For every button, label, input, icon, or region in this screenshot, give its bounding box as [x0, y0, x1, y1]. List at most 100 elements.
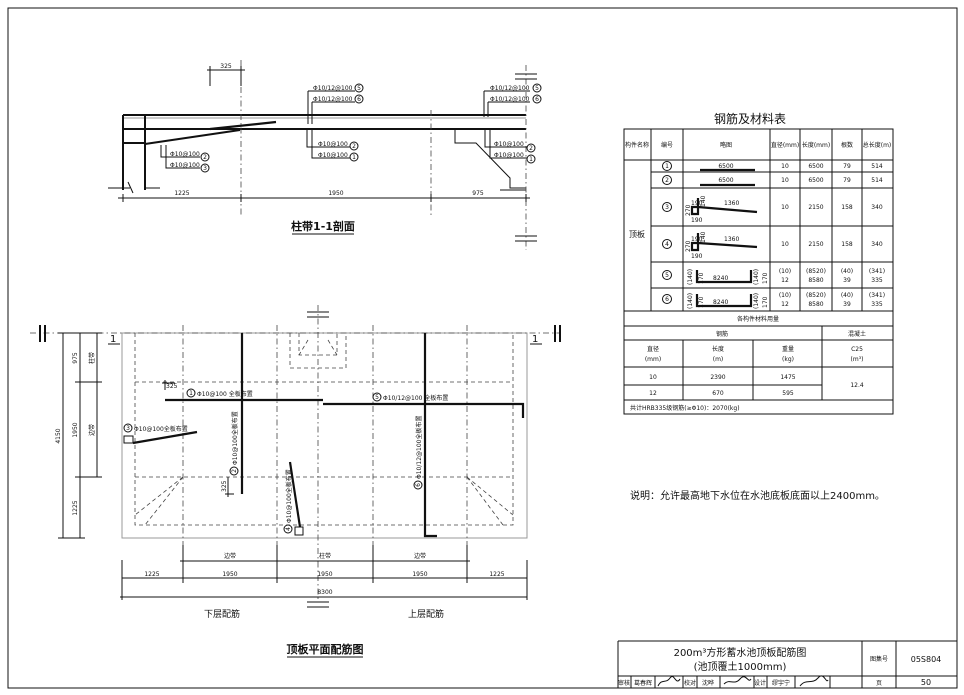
callout-right-2: Φ10@100 — [494, 141, 524, 148]
total-note: 共计HRB335级钢筋(≥Φ10)：2070(kg) — [630, 404, 740, 412]
callout-6: Φ10/12@100 — [313, 96, 353, 103]
reviewer: 葛春辉 — [634, 679, 652, 687]
rebar-3 — [132, 430, 198, 445]
cell: 514 — [871, 177, 883, 184]
cell: 670 — [712, 390, 724, 397]
sketch-dim: 170 — [698, 296, 705, 308]
concrete-label: 混凝土 — [848, 330, 866, 338]
sketch-dim: 6500 — [718, 163, 733, 170]
dim-975: 975 — [472, 190, 484, 197]
cell: 2150 — [808, 241, 823, 248]
th-no: 编号 — [661, 141, 673, 149]
cell: 514 — [871, 163, 883, 170]
designer: 缪宇宁 — [772, 679, 790, 687]
dim-1225: 1225 — [72, 500, 79, 515]
cell: 158 — [841, 204, 853, 211]
sketch-dim: 270 — [685, 204, 692, 216]
sketch-dim: 190 — [691, 200, 703, 207]
cell: (341) — [869, 268, 885, 275]
cell: 340 — [871, 241, 883, 248]
cell: 10 — [649, 374, 657, 381]
uh: 直径 — [647, 345, 659, 353]
sketch-dim: 140 — [700, 195, 707, 207]
cell: 335 — [871, 277, 883, 284]
cell: 10 — [781, 204, 789, 211]
row-no: 2 — [665, 177, 669, 184]
page-number: 50 — [921, 678, 931, 687]
page-label: 页 — [876, 680, 882, 687]
dim-325-b: 325 — [221, 480, 228, 492]
table-title: 钢筋及材料表 — [714, 111, 786, 126]
concrete-value: 12.4 — [850, 382, 864, 389]
dim-1950: 1950 — [328, 190, 343, 197]
wall — [122, 115, 146, 190]
section-1-1: 1225 1950 975 325 柱带1-1剖面 Φ10/12@100 Φ10… — [108, 60, 542, 250]
band-edge-left: 边带 — [224, 552, 236, 560]
rebar-material-table: 钢筋及材料表 构件名称 编号 略图 直径(mm) 长度(mm) 根数 总长度(m… — [623, 111, 894, 415]
drawing-subtitle: (池顶覆土1000mm) — [694, 660, 787, 673]
cell: 6500 — [808, 177, 823, 184]
callout-right-6: Φ10/12@100 — [490, 96, 530, 103]
upper-layer-label: 上层配筋 — [408, 608, 444, 620]
th-dia: 直径(mm) — [771, 141, 799, 149]
cell: 12 — [781, 277, 789, 284]
review-label: 审核 — [618, 679, 630, 687]
haunch — [144, 129, 241, 145]
cell: (341) — [869, 292, 885, 299]
th-len: 长度(mm) — [802, 141, 830, 149]
cell: 39 — [843, 301, 851, 308]
checker: 沈晔 — [702, 679, 714, 687]
dim: 1225 — [489, 571, 504, 578]
dim-975: 975 — [72, 352, 79, 364]
rebar-3-label: Φ10@100全板布置 — [134, 425, 188, 433]
mark: 1 — [352, 154, 356, 161]
dim: 1950 — [317, 571, 332, 578]
th-total: 总长度(m) — [863, 141, 892, 149]
rebar-4-label: Φ10@100全板布置 — [285, 469, 293, 523]
callout-right-1: Φ10@100 — [494, 152, 524, 159]
callout-left-2: Φ10@100 — [170, 151, 200, 158]
rebar-2-mark: 2 — [231, 469, 238, 473]
cell: 158 — [841, 241, 853, 248]
table-row: 5 (140) 170 8240 (140) 170 (10) 12 (8520… — [662, 268, 885, 285]
uh: (mm) — [645, 356, 661, 363]
th-member: 构件名称 — [625, 141, 649, 149]
dim-8300: 8300 — [317, 589, 332, 596]
drawing-title: 200m³方形蓄水池顶板配筋图 — [674, 646, 807, 659]
dim: 1225 — [144, 571, 159, 578]
table-row: 3 190 140 270 190 1360 10 2150 158 340 — [662, 195, 883, 224]
callout-1: Φ10@100 — [318, 152, 348, 159]
dim-325-a: 325 — [166, 383, 178, 390]
cell: 6500 — [808, 163, 823, 170]
cell: 340 — [871, 204, 883, 211]
atlas-label: 图集号 — [870, 655, 888, 663]
dim: 1950 — [222, 571, 237, 578]
cell: 2390 — [710, 374, 725, 381]
section-mark-right: 1 — [532, 334, 538, 345]
rebar-5-label: Φ10/12@100 全板布置 — [383, 394, 448, 402]
slab-outline — [121, 332, 528, 539]
section-mark-left: 1 — [110, 334, 116, 345]
atlas-number: 05S804 — [911, 655, 942, 664]
mark: 2 — [203, 154, 207, 161]
sketch-dim: 8240 — [713, 275, 728, 282]
cell: 12 — [649, 390, 657, 397]
row-no: 5 — [665, 272, 669, 279]
signature-checker — [723, 676, 752, 685]
signature-reviewer — [657, 676, 681, 687]
rebar-4-mark: 4 — [285, 527, 292, 531]
cell: (40) — [841, 292, 853, 299]
sketch-dim: (140) — [753, 293, 760, 309]
sketch-dim: 6500 — [718, 177, 733, 184]
section-title: 柱带1-1剖面 — [291, 219, 355, 233]
sketch-dim: 170 — [762, 296, 769, 308]
mark: 2 — [352, 143, 356, 150]
axis-lines — [240, 60, 527, 250]
sketch-dim: 1360 — [724, 236, 739, 243]
sketch-dim: 190 — [691, 217, 703, 224]
rebar-6-mark: 6 — [415, 483, 422, 487]
band-column: 柱带 — [88, 352, 96, 364]
dim-1225: 1225 — [174, 190, 189, 197]
cell: (10) — [779, 268, 791, 275]
rebar-1-label: Φ10@100 全板布置 — [197, 390, 253, 398]
